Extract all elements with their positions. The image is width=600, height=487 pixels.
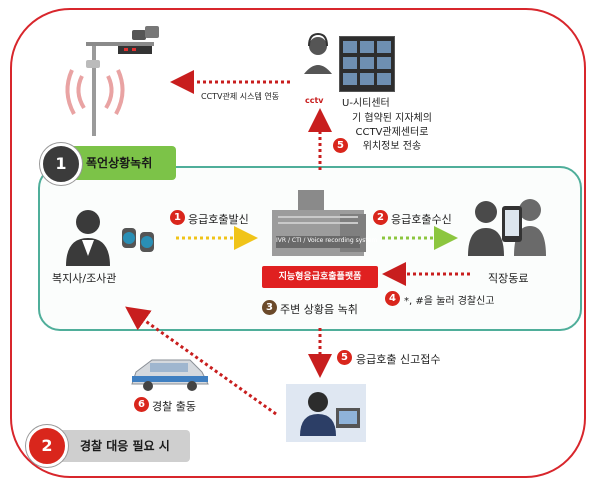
step-5a-text: 기 협약된 지자체의 CCTV관제센터로 위치정보 전송 <box>352 112 432 154</box>
section-2-text: 경찰 대응 필요 시 <box>80 439 170 453</box>
colleague-label: 직장동료 <box>488 272 529 285</box>
u-city-center-label: U-시티센터 <box>342 98 390 109</box>
worker-icon <box>66 210 110 266</box>
worker-label: 복지사/조사관 <box>52 272 117 285</box>
step-2-badge: 2 <box>373 210 388 225</box>
u-city-logo: cctv <box>305 96 324 105</box>
step-5b-badge: 5 <box>337 350 352 365</box>
cctv-link-label: CCTV관제 시스템 연동 <box>201 92 280 101</box>
step-1-badge: 1 <box>170 210 185 225</box>
section-2-label: 경찰 대응 필요 시 <box>58 430 190 462</box>
step-2-text: 응급호출수신 <box>391 213 452 226</box>
step-5a-badge: 5 <box>333 138 348 153</box>
section-1-label: 폭언상황녹취 <box>68 146 176 180</box>
step-6-badge: 6 <box>134 397 149 412</box>
step-1-text: 응급호출발신 <box>188 213 249 226</box>
platform-label: 지능형응급호출플랫폼 <box>262 266 378 288</box>
dispatcher-icon <box>286 384 366 442</box>
step-5a-line2: CCTV관제센터로 <box>355 127 429 138</box>
step-4-text: *, #을 눌러 경찰신고 <box>404 296 495 307</box>
police-car-icon <box>131 359 209 391</box>
step-3-badge: 3 <box>262 300 277 315</box>
server-panel-label: IVR / CTI / Voice recording system <box>276 237 378 244</box>
cctv-pole-icon <box>65 26 159 136</box>
step-6-text: 경찰 출동 <box>152 400 196 413</box>
section-2-number: 2 <box>26 425 68 467</box>
server-icon <box>272 190 366 256</box>
step-5a-line3: 위치정보 전송 <box>362 141 422 152</box>
step-3-text: 주변 상황음 녹취 <box>280 303 358 316</box>
outer-frame <box>10 8 586 478</box>
step-5b-text: 응급호출 신고접수 <box>356 353 441 366</box>
section-1-text: 폭언상황녹취 <box>86 156 153 170</box>
section-1-number: 1 <box>40 143 82 185</box>
monitor-wall-icon <box>339 36 395 92</box>
step-4-badge: 4 <box>385 291 400 306</box>
colleague-icon <box>468 199 546 256</box>
operator-headset-icon <box>304 32 332 74</box>
step-5a-line1: 기 협약된 지자체의 <box>352 113 432 124</box>
smartwatch-icon <box>122 228 154 252</box>
